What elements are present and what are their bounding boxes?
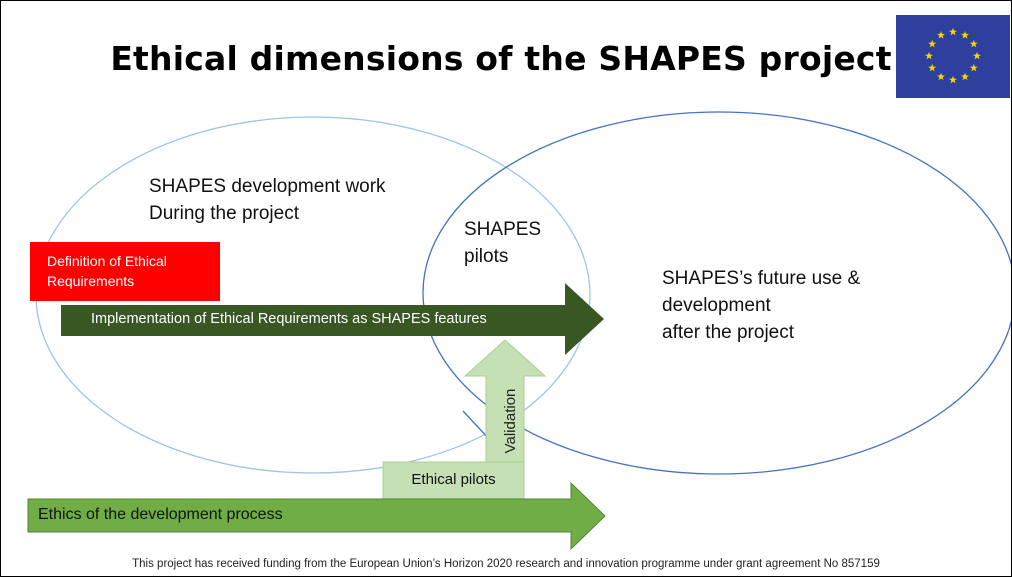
eu-star-icon xyxy=(928,39,937,48)
eu-flag-stars xyxy=(925,27,981,84)
eu-star-icon xyxy=(928,63,937,72)
definition-label: Definition of Ethical Requirements xyxy=(47,251,167,291)
funding-footer: This project has received funding from t… xyxy=(132,558,880,570)
slide-title: Ethical dimensions of the SHAPES project xyxy=(110,39,892,78)
implementation-label: Implementation of Ethical Requirements a… xyxy=(91,311,487,327)
future-line-3: after the project xyxy=(662,322,795,343)
validation-label: Validation xyxy=(502,389,519,454)
definition-line-1: Definition of Ethical xyxy=(47,253,167,269)
future-line-1: SHAPES’s future use & xyxy=(662,268,861,289)
development-circle-label: SHAPES development work During the proje… xyxy=(149,173,386,227)
definition-line-2: Requirements xyxy=(47,273,135,289)
ethics-process-label: Ethics of the development process xyxy=(38,506,283,523)
eu-star-icon xyxy=(949,27,957,36)
implementation-arrow xyxy=(61,283,604,355)
future-circle-label: SHAPES’s future use & development after … xyxy=(662,265,860,346)
eu-star-icon xyxy=(925,51,933,60)
future-line-2: development xyxy=(662,295,771,316)
eu-star-icon xyxy=(969,63,978,72)
ethics-process-arrow xyxy=(27,481,606,551)
eu-star-icon xyxy=(949,75,957,84)
pilots-line-1: SHAPES xyxy=(464,219,542,240)
eu-star-icon xyxy=(973,51,981,60)
validation-arrow xyxy=(463,339,547,497)
pilots-line-2: pilots xyxy=(464,246,509,267)
ethical-pilots-label: Ethical pilots xyxy=(411,471,496,488)
ethical-pilots-box xyxy=(382,461,525,500)
eu-star-icon xyxy=(961,72,969,81)
pilots-circle-label: SHAPES pilots xyxy=(464,216,541,270)
eu-star-icon xyxy=(969,39,978,48)
definition-box xyxy=(30,242,220,301)
eu-star-icon xyxy=(961,31,969,39)
development-line-2: During the project xyxy=(149,203,299,224)
eu-star-icon xyxy=(937,31,945,39)
eu-star-icon xyxy=(937,72,945,81)
future-use-circle xyxy=(422,111,1011,475)
development-line-1: SHAPES development work xyxy=(149,176,386,197)
eu-flag-icon xyxy=(896,15,1010,98)
